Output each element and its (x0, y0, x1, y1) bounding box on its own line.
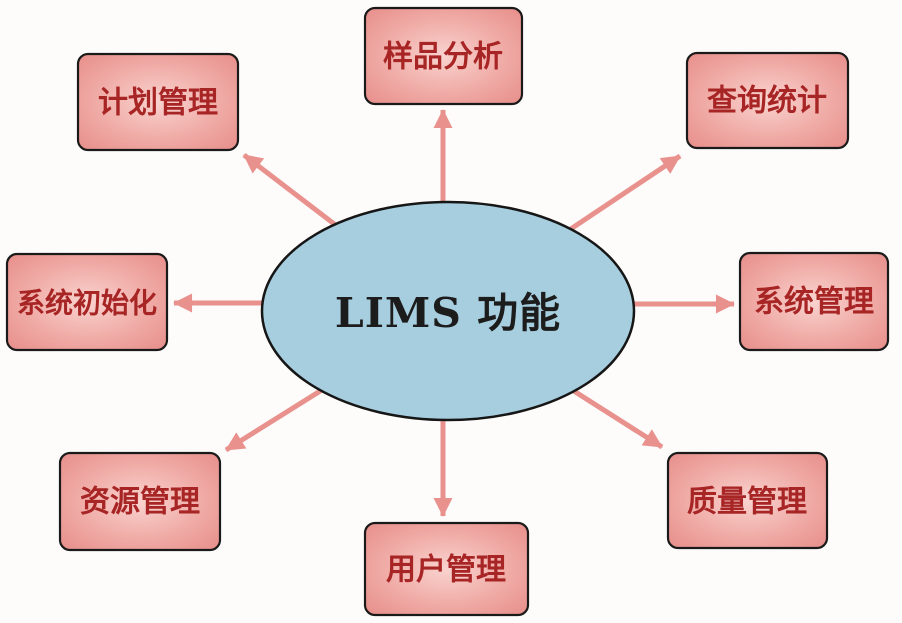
system-initialization-label: 系统初始化 (17, 287, 157, 320)
query-statistics-box (685, 51, 850, 150)
plan-management-label: 计划管理 (98, 86, 218, 121)
center-node: LIMS 功能 (260, 200, 636, 422)
resource-management-box (58, 451, 222, 552)
system-initialization-box (5, 252, 169, 352)
node-system-management: 系统管理 (738, 251, 890, 352)
resource-management-label: 资源管理 (80, 485, 200, 520)
quality-management-box (666, 451, 829, 550)
center-node-label: LIMS 功能 (335, 289, 561, 337)
node-query-statistics: 查询统计 (685, 51, 850, 150)
system-management-label: 系统管理 (754, 285, 874, 320)
query-statistics-label: 查询统计 (707, 84, 827, 119)
node-quality-management: 质量管理 (666, 451, 829, 550)
node-sample-analysis: 样品分析 (363, 6, 524, 106)
node-resource-management: 资源管理 (58, 451, 222, 552)
user-management-box (363, 521, 530, 617)
node-plan-management: 计划管理 (76, 52, 240, 152)
sample-analysis-label: 样品分析 (383, 40, 503, 75)
plan-management-box (76, 52, 240, 152)
center-ellipse (260, 200, 636, 422)
system-management-box (738, 251, 890, 352)
quality-management-label: 质量管理 (687, 485, 807, 520)
sample-analysis-box (363, 6, 524, 106)
node-user-management: 用户管理 (363, 521, 530, 617)
node-system-initialization: 系统初始化 (5, 252, 169, 352)
user-management-label: 用户管理 (386, 553, 506, 588)
